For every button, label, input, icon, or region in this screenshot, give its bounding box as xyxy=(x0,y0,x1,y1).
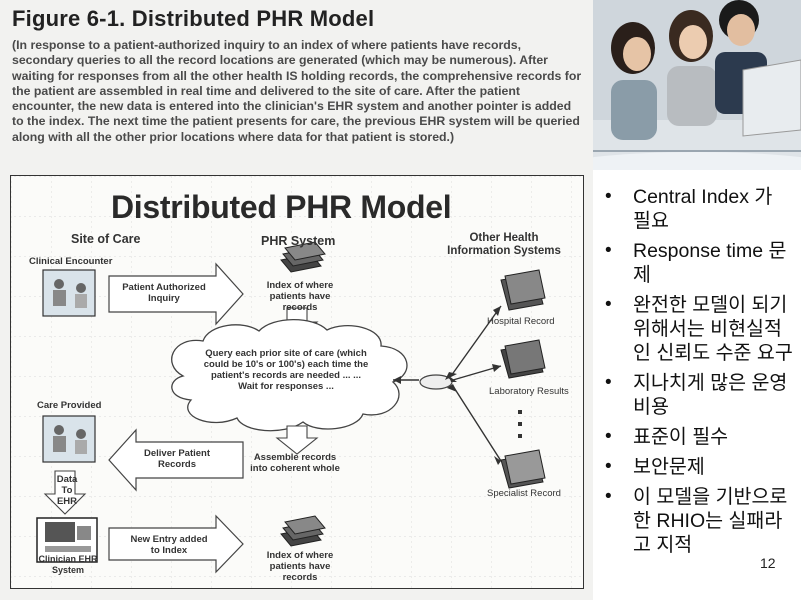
col-phr-system: PHR System xyxy=(261,234,336,248)
deliver-arrow xyxy=(108,428,244,492)
figure-panel: Figure 6-1. Distributed PHR Model (In re… xyxy=(0,0,593,600)
hospital-folder xyxy=(500,269,546,311)
bullet-text: 보안문제 xyxy=(633,456,705,478)
figure-caption: (In response to a patient-authorized inq… xyxy=(12,38,582,144)
clinical-encounter-label: Clinical Encounter xyxy=(29,256,113,267)
page-number: 12 xyxy=(760,555,776,571)
specialist-record-label: Specialist Record xyxy=(487,488,561,499)
assemble-label: Assemble records into coherent whole xyxy=(250,452,340,474)
specialist-folder xyxy=(500,449,546,489)
care-provided-label: Care Provided xyxy=(37,400,102,411)
clinical-encounter-picture xyxy=(42,269,96,317)
bullet-text: 이 모델을 기반으로 한 RHIO는 실패라고 지적 xyxy=(633,486,788,556)
col-site-of-care: Site of Care xyxy=(71,232,141,246)
data-to-ehr-arrow xyxy=(43,470,87,515)
bullet-text: Central Index 가 필요 xyxy=(633,186,773,232)
index-files-1 xyxy=(280,241,326,273)
clinician-ehr-computer xyxy=(36,517,98,563)
care-provided-picture xyxy=(42,415,96,463)
more-records-dots xyxy=(518,410,522,438)
bullet-text: 지나치게 많은 운영비용 xyxy=(633,372,788,418)
index-files-2 xyxy=(280,515,326,547)
bullet-text: 완전한 모델이 되기 위해서는 비현실적인 신뢰도 수준 요구 xyxy=(633,294,793,364)
bullet-item: •지나치게 많은 운영비용 xyxy=(605,372,788,418)
bullet-item: •Central Index 가 필요 xyxy=(605,186,773,232)
bullet-text: Response time 문제 xyxy=(633,240,787,286)
data-to-ehr-label: Data To EHR xyxy=(56,474,78,507)
inquiry-arrow xyxy=(108,262,244,326)
bullet-item: •Response time 문제 xyxy=(605,240,787,286)
query-text: Query each prior site of care (which cou… xyxy=(203,348,369,392)
deliver-label: Deliver Patient Records xyxy=(144,448,210,470)
col-other-his: Other Health Information Systems xyxy=(447,232,561,257)
bullet-panel: •Central Index 가 필요 •Response time 문제 •완… xyxy=(593,0,801,600)
index-label-1: Index of where patients have records xyxy=(266,280,334,313)
bullet-list: •Central Index 가 필요 •Response time 문제 •완… xyxy=(603,185,793,563)
down-arrow-2 xyxy=(275,425,319,455)
figure-title: Figure 6-1. Distributed PHR Model xyxy=(12,6,375,31)
index-label-2: Index of where patients have records xyxy=(266,550,334,583)
new-entry-arrow xyxy=(108,514,244,574)
bullet-item: •표준이 필수 xyxy=(605,426,729,448)
laboratory-folder xyxy=(500,339,546,379)
diagram: Distributed PHR Model Site of Care PHR S… xyxy=(10,175,584,589)
patient-authorized-label: Patient Authorized Inquiry xyxy=(122,282,206,304)
header-photo xyxy=(593,0,801,170)
laboratory-results-label: Laboratory Results xyxy=(489,386,569,397)
hospital-record-label: Hospital Record xyxy=(487,316,555,327)
new-entry-label: New Entry added to Index xyxy=(130,534,208,556)
bullet-item: •이 모델을 기반으로 한 RHIO는 실패라고 지적 xyxy=(605,486,788,556)
bullet-item: •완전한 모델이 되기 위해서는 비현실적인 신뢰도 수준 요구 xyxy=(605,294,793,364)
diagram-title: Distributed PHR Model xyxy=(111,189,452,225)
clinician-ehr-label: Clinician EHR System xyxy=(38,554,98,575)
bullet-text: 표준이 필수 xyxy=(633,426,729,448)
diagram-graphics xyxy=(11,176,583,588)
bullet-item: •보안문제 xyxy=(605,456,705,478)
query-cloud xyxy=(171,319,408,432)
spoke-arrows xyxy=(393,305,502,462)
